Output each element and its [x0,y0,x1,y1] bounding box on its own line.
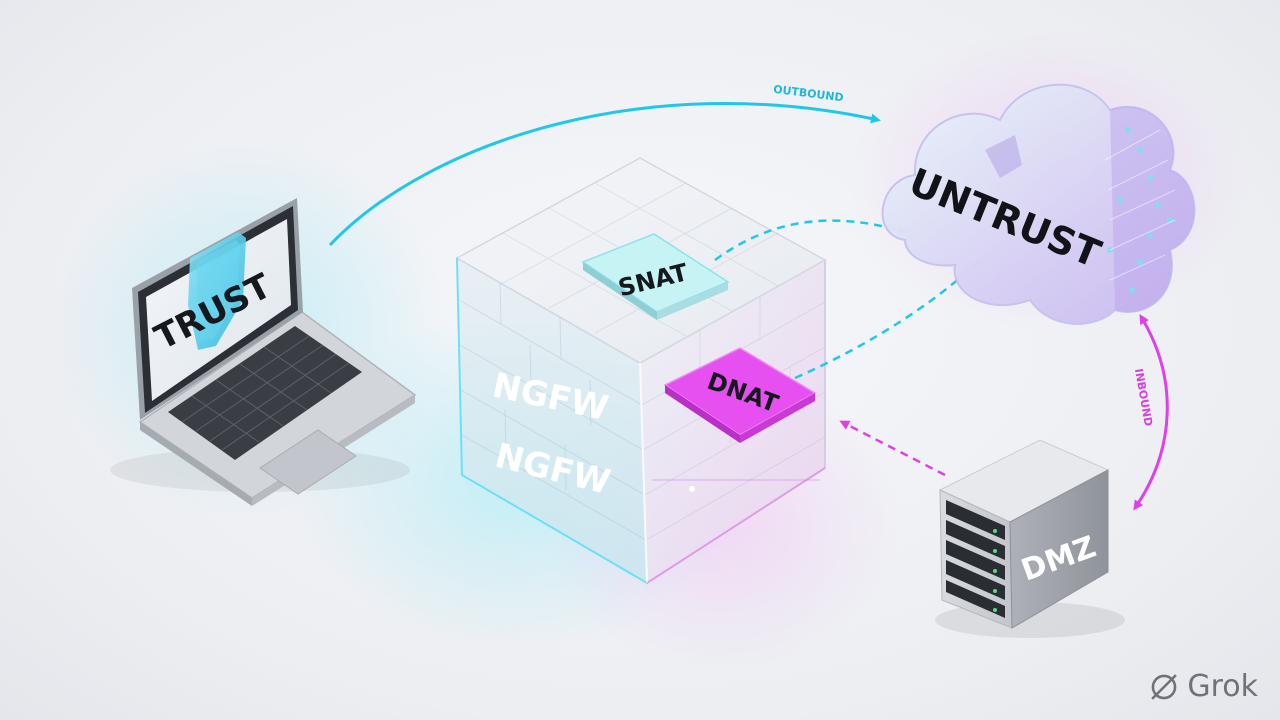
shield-icon [188,232,246,350]
untrust-cloud [881,83,1196,325]
grok-watermark: Grok [1147,669,1258,704]
outbound-arrow [328,102,881,247]
snat-to-untrust-arrow [714,219,908,262]
outbound-label: OUTBOUND [772,83,844,105]
inbound-label: INBOUND [1132,368,1155,428]
grok-watermark-text: Grok [1187,669,1258,704]
dmz-server [935,439,1125,638]
snat-tile [581,233,730,320]
grok-logo-icon [1151,673,1178,700]
dmz-to-dnat-arrow [839,420,946,477]
dnat-tile [663,347,817,443]
inbound-arrow [1133,313,1169,511]
